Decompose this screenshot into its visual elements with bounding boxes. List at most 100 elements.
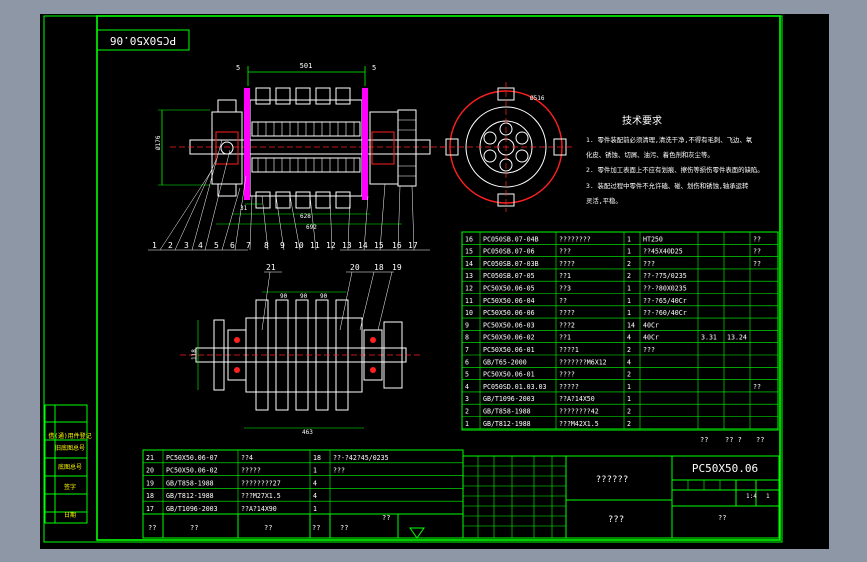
balloon-17: 17	[408, 241, 418, 250]
header-mark-0: ??	[148, 524, 156, 532]
balloon-9: 9	[280, 241, 285, 250]
cell-no: 11	[465, 297, 473, 305]
code-box-text: PC50X50.06	[110, 34, 176, 47]
cell-qty: 1	[627, 285, 631, 293]
scale-b: ?? ?	[725, 436, 742, 444]
tech-line-4: 灵活,平稳。	[586, 196, 622, 205]
cell-name: ??	[559, 297, 567, 305]
cell-name: ??A?14X90	[241, 505, 277, 513]
dim-circle-dia: Ø516	[530, 95, 545, 102]
balloon-3: 3	[184, 241, 189, 250]
cell-mat: ???	[643, 346, 655, 354]
balloon-6: 6	[230, 241, 235, 250]
tech-line-3: 3. 装配过程中零件不允许磕、碰、划伤和锈蚀,轴承运转	[586, 181, 749, 190]
cell-code: PC50X50.06-02	[166, 467, 218, 475]
cell-name: ???	[559, 248, 571, 256]
cell-no: 19	[146, 479, 154, 487]
cell-qty: 2	[627, 346, 631, 354]
cell-qty: 4	[313, 479, 317, 487]
balloon-11: 11	[310, 241, 320, 250]
balloon-19: 19	[392, 263, 402, 272]
tech-line-0: 1. 零件装配前必须清理,清洗干净,不得有毛刺、飞边、氧	[586, 135, 753, 144]
cell-no: 17	[146, 505, 154, 513]
dim-pitch-a: 90	[280, 293, 288, 300]
cell-no: 4	[465, 383, 469, 391]
code-box	[96, 29, 190, 51]
dim-left-edge: 5	[236, 64, 240, 72]
header-mark-4: ??	[340, 524, 348, 532]
cell-name: ???M27X1.5	[241, 492, 281, 500]
dim-pitch-b: 90	[300, 293, 308, 300]
balloon-5: 5	[214, 241, 219, 250]
cell-qty: 2	[627, 420, 631, 428]
cell-name: ????	[559, 309, 575, 317]
title-name: ??????	[596, 475, 629, 485]
sheet-a: ??	[756, 436, 764, 444]
cell-qty: 1	[313, 467, 317, 475]
technical-requirements: 技术要求 1. 零件装配前必须清理,清洗干净,不得有毛刺、飞边、氧 化皮、锈蚀、…	[586, 114, 764, 205]
cell-code: PC050SB.07-04B	[483, 235, 539, 243]
cell-code: PC050SD.01.03.03	[483, 383, 547, 391]
cell-qty: 18	[313, 454, 321, 462]
cell-note: ??	[753, 260, 761, 268]
cell-mat: ??-?80X0235	[643, 285, 687, 293]
sidebar-label-3: 签字	[64, 483, 76, 491]
balloon-4: 4	[198, 241, 203, 250]
cell-code: PC50X50.06-05	[483, 285, 535, 293]
cell-no: 5	[465, 371, 469, 379]
cell-qty: 4	[627, 358, 631, 366]
cell-code: PC50X50.06-02	[483, 334, 535, 342]
cell-no: 9	[465, 321, 469, 329]
cell-mat: ??-?75/0235	[643, 272, 687, 280]
cell-qty: 1	[627, 309, 631, 317]
cell-code: PC050SB.07-05	[483, 272, 535, 280]
cell-name: ????	[559, 260, 575, 268]
header-mark-1: ??	[190, 524, 198, 532]
balloon-12: 12	[326, 241, 336, 250]
balloon-10: 10	[294, 241, 304, 250]
cell-name: ??1	[559, 272, 571, 280]
cell-name: ?????	[241, 467, 261, 475]
cell-code: GB/T812-1988	[483, 420, 531, 428]
cell-qty: 1	[627, 235, 631, 243]
cell-code: PC50X50.06-06	[483, 309, 535, 317]
cell-qty: 4	[313, 492, 317, 500]
balloon-18: 18	[374, 263, 384, 272]
dim-top-len: 501	[300, 62, 313, 70]
cell-w2: 13.24	[727, 334, 747, 342]
cell-no: 21	[146, 454, 154, 462]
cell-qty: 2	[627, 272, 631, 280]
header-mark-3: ??	[312, 524, 320, 532]
cell-mat: ??-?42?45/0235	[333, 454, 389, 462]
balloon-2: 2	[168, 241, 173, 250]
balloon-20: 20	[350, 263, 360, 272]
left-sidebar-table: 借(通)用件登记 旧底图总号 底图总号 签字 日期	[44, 404, 92, 524]
small-a: 1:4	[746, 493, 757, 500]
cell-code: PC50X50.06-01	[483, 346, 535, 354]
cell-code: PC050SB.07-06	[483, 248, 535, 256]
dim-len-c: 692	[306, 224, 317, 231]
balloon-21: 21	[266, 263, 276, 272]
dim-pitch-c: 90	[320, 293, 328, 300]
dim-len-b: 628	[300, 213, 311, 220]
dim-bottom-h: 118	[191, 349, 198, 360]
top-assembly-view: 501 5 5	[148, 62, 445, 251]
balloon-15: 15	[374, 241, 384, 250]
cell-mat: ??45X40D25	[643, 248, 683, 256]
cell-no: 2	[465, 408, 469, 416]
cell-note: ??	[753, 235, 761, 243]
cell-name: ???????M6X12	[559, 358, 607, 366]
cell-code: GB/T65-2000	[483, 358, 527, 366]
